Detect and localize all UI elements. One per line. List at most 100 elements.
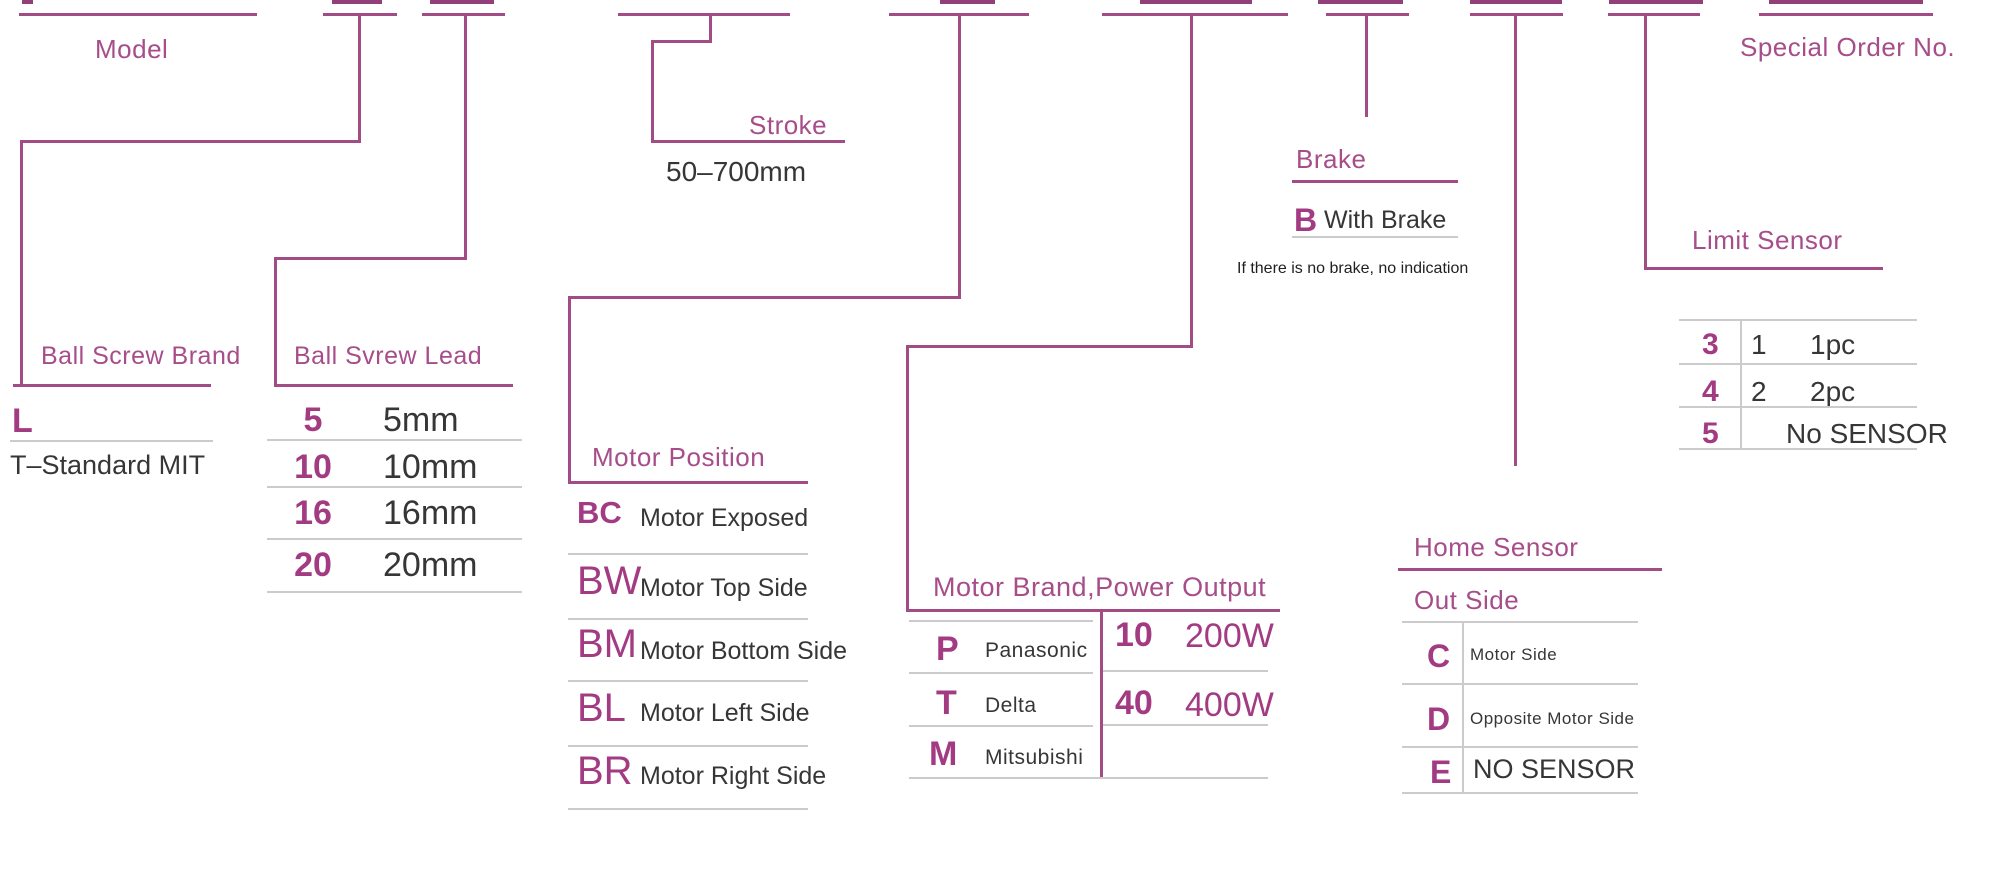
power-value: 400W <box>1185 686 1274 724</box>
connector-motor-brand <box>906 345 1193 348</box>
connector-home-sensor <box>1514 13 1517 466</box>
separator <box>568 618 808 620</box>
motor-position-value: Motor Exposed <box>640 504 809 532</box>
limit-sensor-value: No SENSOR <box>1786 418 1948 449</box>
connector-stroke <box>651 40 712 43</box>
home-sensor-code: E <box>1430 754 1452 790</box>
lead-code: 10 <box>294 448 332 486</box>
separator <box>267 486 522 488</box>
brake-underline <box>1292 180 1458 183</box>
separator <box>909 725 1093 727</box>
cropped-code-fragment <box>1769 0 1923 4</box>
connector-brand <box>20 140 23 386</box>
motor-position-value: Motor Top Side <box>640 574 808 602</box>
connector-motor-brand <box>906 345 909 612</box>
home-sensor-subtitle: Out Side <box>1414 585 1520 615</box>
ball-screw-brand-title: Ball Screw Brand <box>41 342 241 370</box>
limit-sensor-title: Limit Sensor <box>1692 225 1843 255</box>
cropped-code-fragment <box>1140 0 1252 4</box>
home-sensor-divider <box>1462 621 1464 792</box>
motor-position-underline <box>568 481 808 484</box>
lead-value: 16mm <box>383 494 478 532</box>
power-code: 40 <box>1115 684 1153 722</box>
separator <box>909 777 1268 779</box>
motor-position-code: BL <box>577 686 626 730</box>
motor-position-code: BC <box>577 495 622 530</box>
cropped-code-fragment <box>940 0 995 4</box>
separator <box>1402 621 1638 623</box>
home-sensor-code: D <box>1427 701 1451 737</box>
lead-code: 16 <box>294 494 332 532</box>
limit-sensor-underline <box>1644 267 1883 270</box>
ball-screw-lead-underline <box>274 384 513 387</box>
separator <box>1679 319 1917 321</box>
connector-motor-position <box>568 296 961 299</box>
connector-motor-position <box>958 13 961 299</box>
motor-brand-value: Mitsubishi <box>985 746 1084 769</box>
connector-brand <box>20 140 361 143</box>
limit-sensor-qty: 1 <box>1751 329 1767 360</box>
stroke-range: 50–700mm <box>666 156 807 187</box>
motor-brand-code: P <box>936 630 959 668</box>
home-sensor-value: NO SENSOR <box>1473 754 1636 784</box>
limit-sensor-code: 3 <box>1702 328 1719 361</box>
power-value: 200W <box>1185 617 1274 655</box>
separator <box>267 439 522 441</box>
stroke-underline <box>651 140 845 143</box>
power-code: 10 <box>1115 616 1153 654</box>
ball-screw-brand-underline <box>13 384 211 387</box>
brake-value: With Brake <box>1324 206 1447 234</box>
connector-motor-brand <box>1190 13 1193 348</box>
connector-lead <box>274 257 277 386</box>
connector-motor-position <box>568 296 571 484</box>
separator <box>267 538 522 540</box>
cropped-code-fragment <box>1609 0 1703 4</box>
motor-brand-title: Motor Brand,Power Output <box>933 572 1267 602</box>
separator <box>568 745 808 747</box>
limit-sensor-value: 1pc <box>1810 329 1856 360</box>
separator <box>1402 792 1638 794</box>
code-segment-motor-brand <box>1102 13 1288 16</box>
separator <box>267 591 522 593</box>
separator <box>1103 724 1268 726</box>
cropped-code-fragment <box>332 0 382 4</box>
motor-position-value: Motor Right Side <box>640 762 827 790</box>
motor-brand-value: Delta <box>985 694 1037 717</box>
separator <box>1679 448 1917 450</box>
code-segment-model <box>19 13 257 16</box>
separator <box>10 440 213 442</box>
model-label: Model <box>95 34 169 64</box>
separator <box>1292 236 1458 238</box>
separator <box>568 680 808 682</box>
connector-brake <box>1365 13 1368 117</box>
code-segment-stroke <box>618 13 790 16</box>
home-sensor-value: Opposite Motor Side <box>1470 709 1635 728</box>
separator <box>1103 670 1268 672</box>
ball-screw-lead-title: Ball Svrew Lead <box>294 342 483 370</box>
ball-screw-brand-value: T–Standard MIT <box>10 450 206 480</box>
limit-sensor-code: 5 <box>1702 417 1719 450</box>
motor-position-code: BM <box>577 622 637 666</box>
special-order-label: Special Order No. <box>1740 32 1956 62</box>
connector-lead <box>274 257 467 260</box>
cropped-code-fragment <box>1470 0 1562 4</box>
motor-brand-divider <box>1100 609 1103 779</box>
motor-position-code: BW <box>577 559 642 603</box>
cropped-code-fragment <box>1318 0 1403 4</box>
home-sensor-title: Home Sensor <box>1414 532 1579 562</box>
limit-sensor-divider <box>1740 319 1742 450</box>
stroke-title: Stroke <box>749 110 828 140</box>
home-sensor-underline <box>1398 568 1662 571</box>
motor-position-title: Motor Position <box>592 442 766 472</box>
separator <box>1402 683 1638 685</box>
home-sensor-value: Motor Side <box>1470 645 1558 664</box>
motor-brand-underline <box>906 609 1280 612</box>
separator <box>909 620 1093 622</box>
limit-sensor-code: 4 <box>1702 375 1719 408</box>
lead-value: 20mm <box>383 546 478 584</box>
limit-sensor-value: 2pc <box>1810 376 1856 407</box>
separator <box>568 808 808 810</box>
motor-position-value: Motor Left Side <box>640 699 810 727</box>
code-segment-limit-sensor <box>1608 13 1700 16</box>
